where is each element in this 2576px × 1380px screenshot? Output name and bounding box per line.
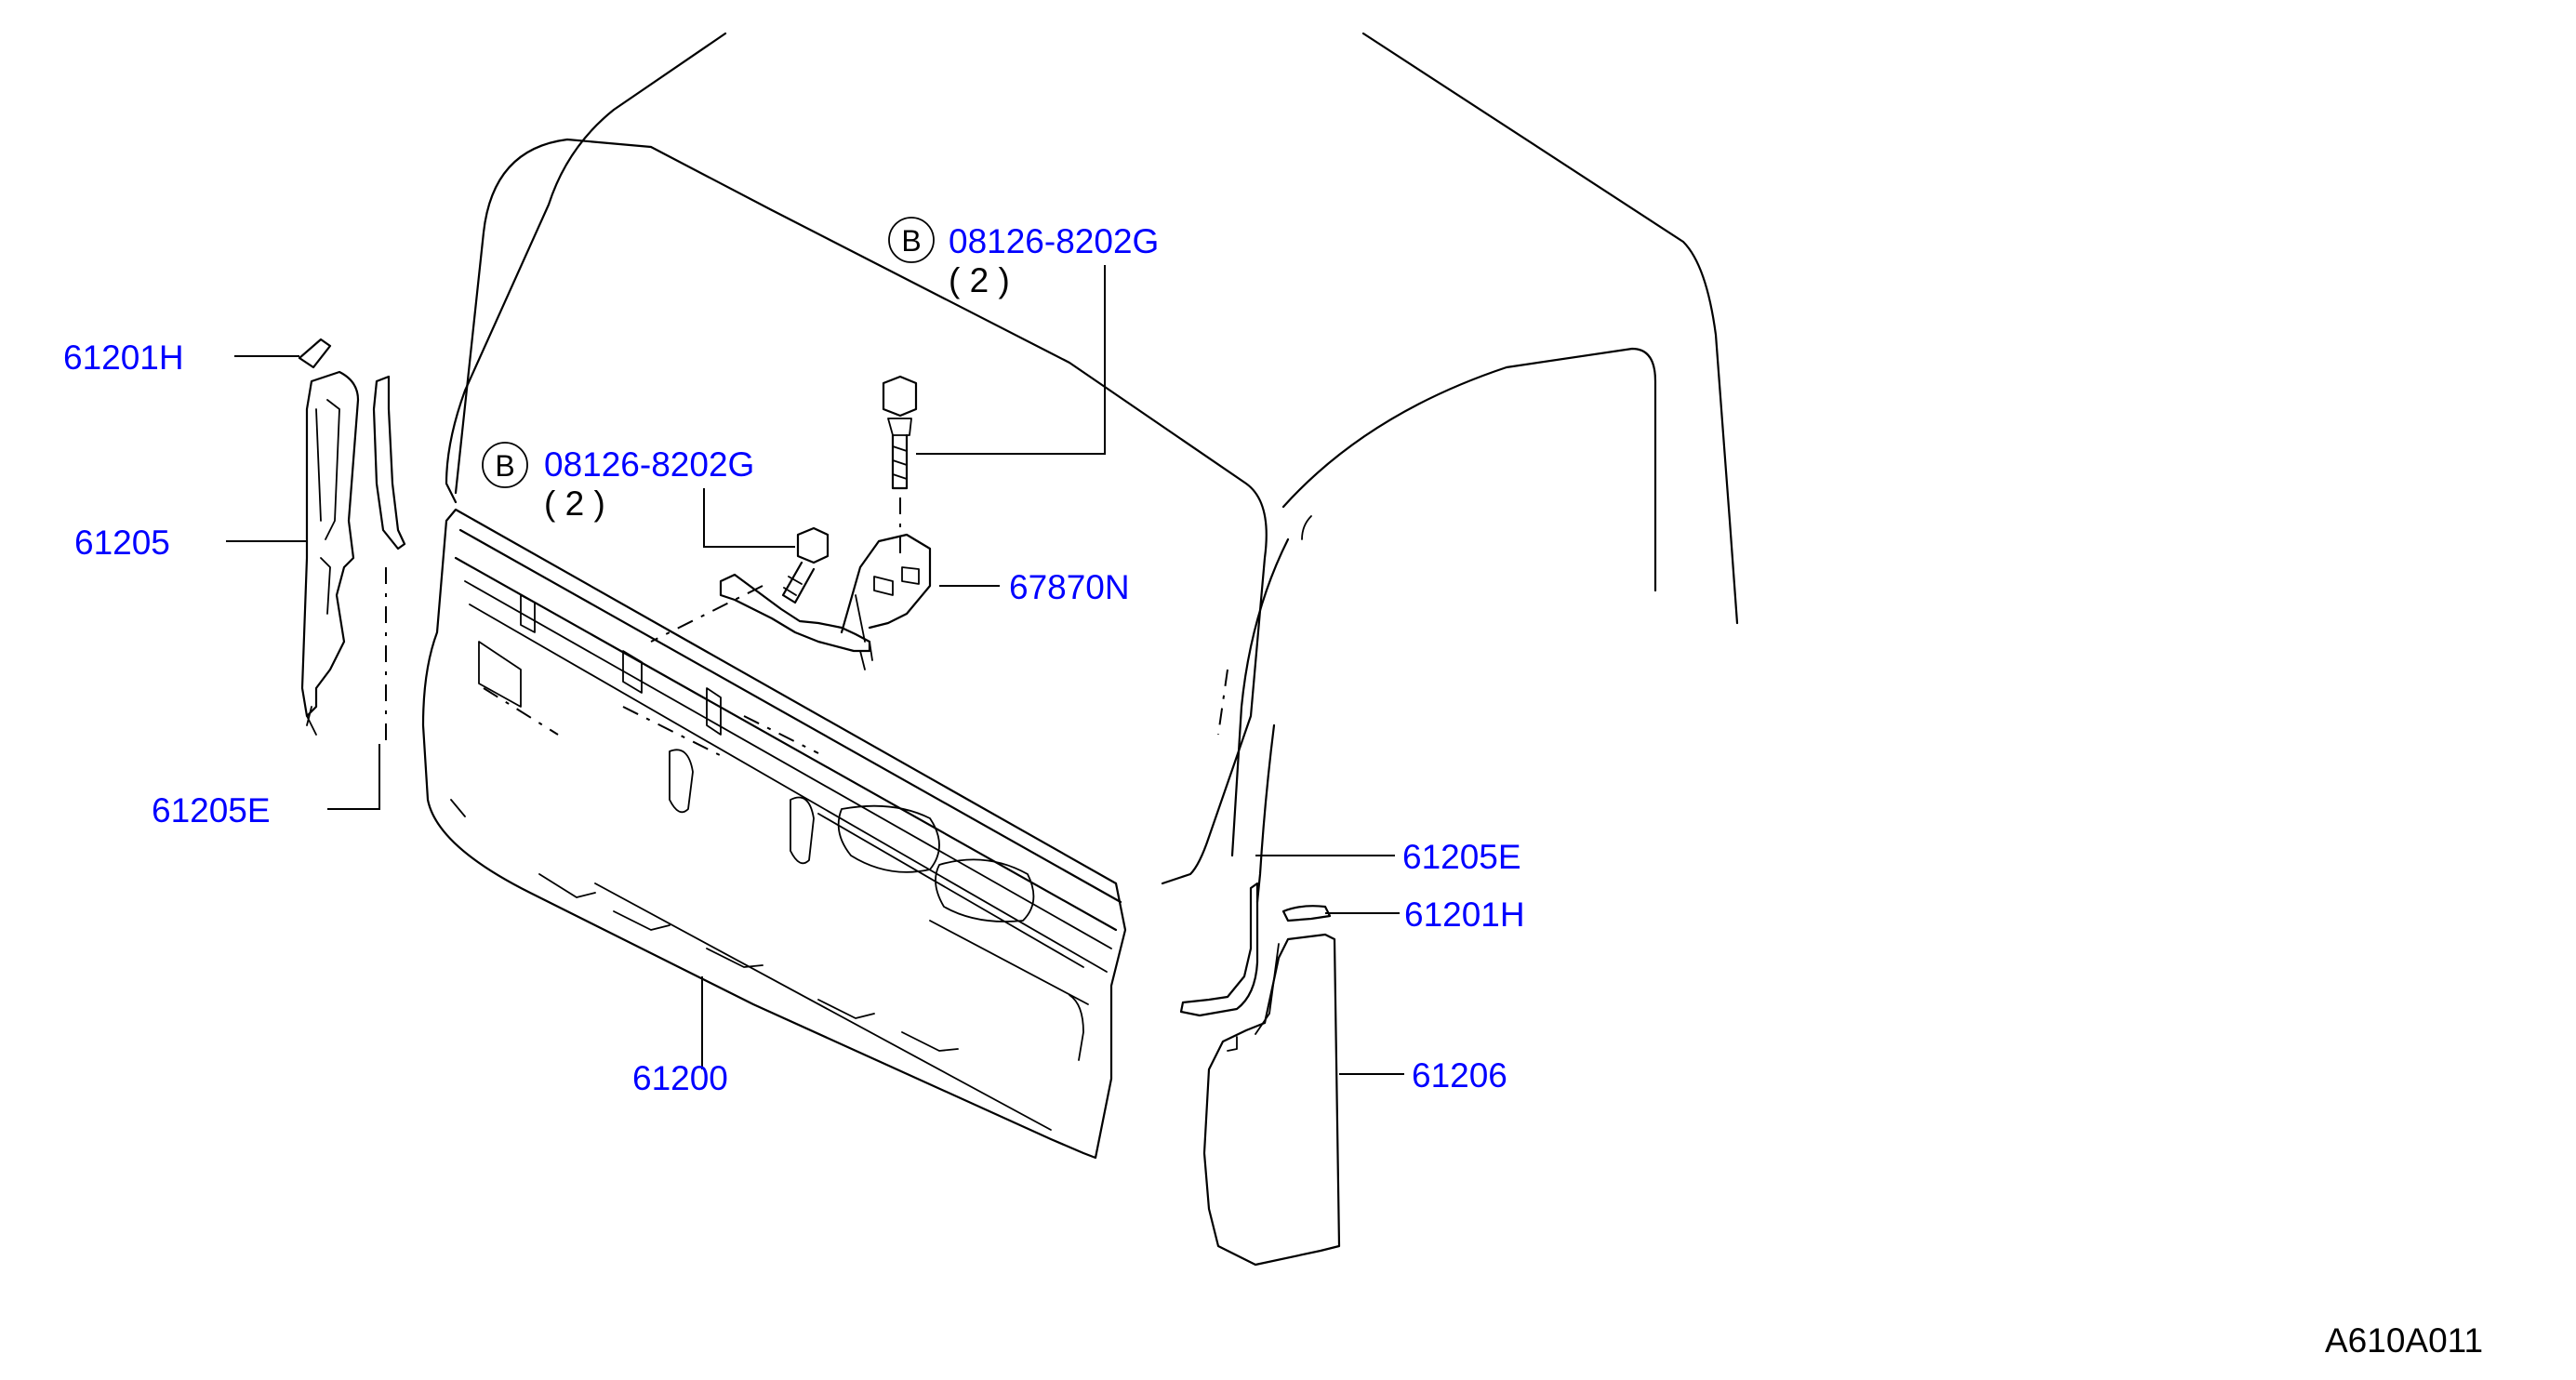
callout-bolt-upper-qty: ( 2 ): [949, 261, 1010, 299]
bolt-marker-lower: B: [482, 442, 528, 488]
leader-lines: [226, 265, 1404, 1075]
left-pillar-drawing: [298, 338, 406, 744]
callout-back-panel[interactable]: 61200: [632, 1059, 728, 1097]
callout-cap-right[interactable]: 61201H: [1404, 896, 1525, 934]
bolt-marker-lower-label: B: [495, 449, 514, 483]
callout-cap-left[interactable]: 61201H: [63, 338, 184, 377]
back-panel-drawing: [421, 508, 1127, 1160]
callout-weatherstrip-left[interactable]: 61205E: [152, 791, 271, 829]
callout-hinge[interactable]: 67870N: [1009, 568, 1130, 606]
diagram-code: A610A011: [2325, 1321, 2483, 1360]
bolt-drawings: [650, 375, 918, 643]
callout-bolt-upper[interactable]: 08126-8202G: [949, 222, 1159, 260]
right-pillar-drawing: [1179, 882, 1341, 1267]
bolt-marker-upper-label: B: [901, 224, 921, 258]
callout-bolt-lower[interactable]: 08126-8202G: [544, 445, 754, 484]
hinge-drawing: [719, 533, 932, 670]
callout-weatherstrip-right[interactable]: 61205E: [1402, 838, 1521, 876]
callout-pillar-left[interactable]: 61205: [74, 524, 170, 562]
cab-outline: [445, 32, 1739, 904]
callout-bolt-lower-qty: ( 2 ): [544, 484, 605, 523]
callout-pillar-right[interactable]: 61206: [1412, 1056, 1507, 1095]
bolt-marker-upper: B: [888, 217, 935, 263]
